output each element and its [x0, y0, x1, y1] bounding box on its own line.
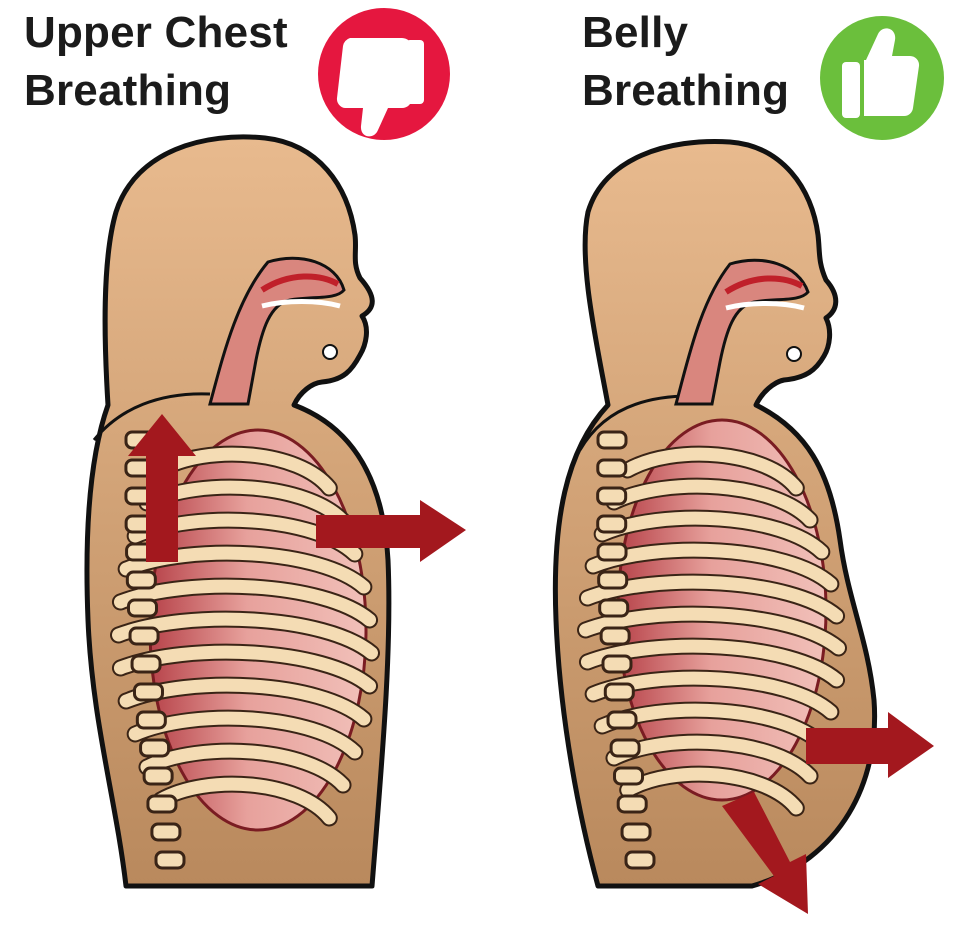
vertebra: [128, 600, 156, 616]
thumbs-down-icon: [318, 8, 450, 140]
vertebra: [598, 488, 626, 504]
vertebra: [152, 824, 180, 840]
vertebra: [603, 656, 631, 672]
vertebra: [134, 684, 162, 700]
vertebra: [605, 684, 633, 700]
vertebra: [132, 656, 160, 672]
vertebra: [144, 768, 172, 784]
vertebra: [130, 628, 158, 644]
vertebra: [137, 712, 165, 728]
vertebra: [601, 628, 629, 644]
vertebra: [622, 824, 650, 840]
thumbs-up-icon: [820, 16, 944, 140]
vertebra: [600, 600, 628, 616]
vertebra: [608, 712, 636, 728]
vertebra: [156, 852, 184, 868]
vertebra: [141, 740, 169, 756]
vertebra: [127, 572, 155, 588]
vertebra: [598, 432, 626, 448]
vertebra: [611, 740, 639, 756]
vertebra: [618, 796, 646, 812]
vertebra: [626, 852, 654, 868]
vertebra: [598, 460, 626, 476]
upper-chest-figure: [87, 137, 466, 886]
vertebra: [599, 572, 627, 588]
vertebra: [615, 768, 643, 784]
vertebra: [598, 544, 626, 560]
vertebra: [148, 796, 176, 812]
belly-figure: [555, 142, 934, 914]
vertebra: [598, 516, 626, 532]
